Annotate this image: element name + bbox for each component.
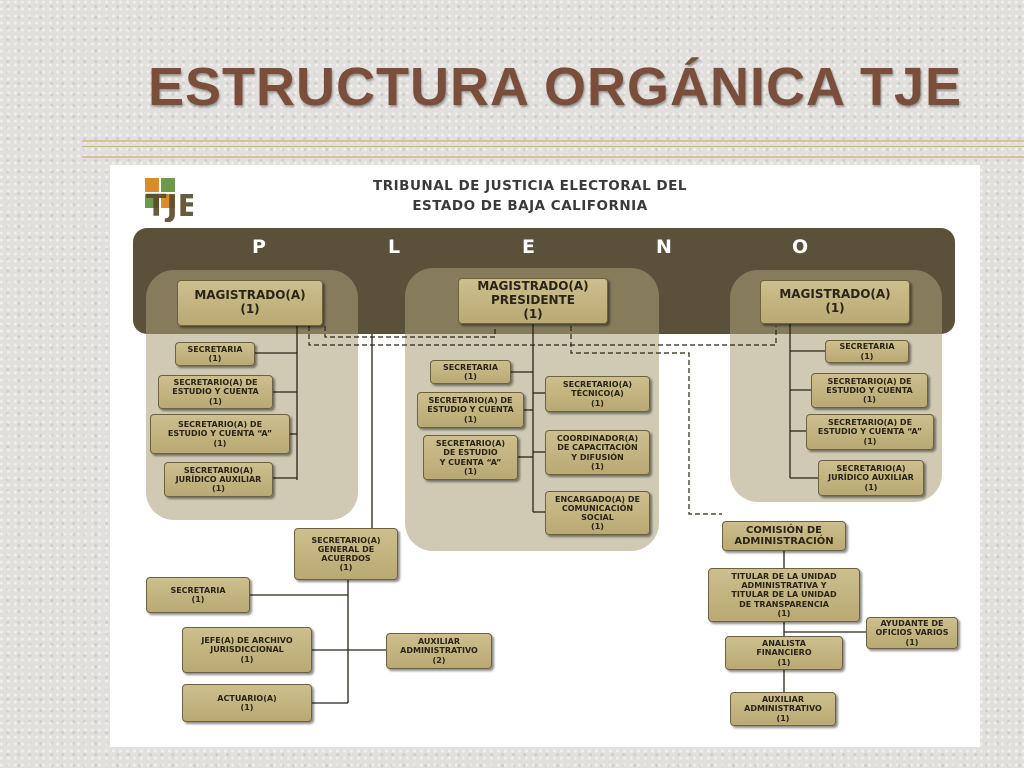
left-estudio-cuenta-a-box: SECRETARIO(A) DE ESTUDIO Y CUENTA “A” (1… — [150, 414, 290, 454]
admin-auxiliar-box: AUXILIAR ADMINISTRATIVO (1) — [730, 692, 836, 726]
admin-helper-box: AYUDANTE DE OFICIOS VARIOS (1) — [866, 617, 958, 649]
right-secretaria-box: SECRETARIA (1) — [825, 340, 909, 363]
pleno-letter-n: N — [656, 236, 672, 258]
header-line-2: ESTADO DE BAJA CALIFORNIA — [412, 198, 648, 214]
center-tecnico-box: SECRETARIO(A) TÉCNICO(A) (1) — [545, 376, 650, 412]
slide-title: ESTRUCTURA ORGÁNICA TJE — [148, 57, 963, 117]
pleno-letter-l: L — [388, 236, 401, 258]
gs-actuario-box: ACTUARIO(A) (1) — [182, 684, 312, 722]
left-estudio-cuenta-box: SECRETARIO(A) DE ESTUDIO Y CUENTA (1) — [158, 375, 273, 409]
pleno-letter-p: P — [252, 236, 266, 258]
center-comunicacion-box: ENCARGADO(A) DE COMUNICACIÓN SOCIAL (1) — [545, 491, 650, 535]
right-magistrate-box: MAGISTRADO(A) (1) — [760, 280, 910, 324]
header-line-1: TRIBUNAL DE JUSTICIA ELECTORAL DEL — [373, 178, 687, 194]
left-juridico-auxiliar-box: SECRETARIO(A) JURÍDICO AUXILIAR (1) — [164, 462, 273, 497]
center-capacitacion-box: COORDINADOR(A) DE CAPACITACIÓN Y DIFUSIÓ… — [545, 430, 650, 475]
center-estudio-cuenta-box: SECRETARIO(A) DE ESTUDIO Y CUENTA (1) — [417, 392, 524, 428]
title-divider — [82, 140, 1024, 158]
gs-archivo-box: JEFE(A) DE ARCHIVO JURISDICCIONAL (1) — [182, 627, 312, 673]
gs-auxiliar-box: AUXILIAR ADMINISTRATIVO (2) — [386, 633, 492, 669]
left-magistrate-box: MAGISTRADO(A) (1) — [177, 280, 323, 326]
admin-analyst-box: ANALISTA FINANCIERO (1) — [725, 636, 843, 670]
gs-secretaria-box: SECRETARIA (1) — [146, 577, 250, 613]
president-box: MAGISTRADO(A) PRESIDENTE (1) — [458, 278, 608, 324]
left-secretaria-box: SECRETARIA (1) — [175, 342, 255, 366]
center-estudio-cuenta-a-box: SECRETARIO(A) DE ESTUDIO Y CUENTA “A” (1… — [423, 435, 518, 480]
right-estudio-cuenta-box: SECRETARIO(A) DE ESTUDIO Y CUENTA (1) — [811, 373, 928, 408]
pleno-letter-o: O — [792, 236, 809, 258]
center-secretaria-box: SECRETARIA (1) — [430, 360, 511, 384]
pleno-letter-e: E — [522, 236, 535, 258]
right-estudio-cuenta-a-box: SECRETARIO(A) DE ESTUDIO Y CUENTA “A” (1… — [806, 414, 934, 450]
general-secretary-box: SECRETARIO(A) GENERAL DE ACUERDOS (1) — [294, 528, 398, 580]
tje-logo: TJE — [145, 178, 193, 222]
right-juridico-auxiliar-box: SECRETARIO(A) JURÍDICO AUXILIAR (1) — [818, 460, 924, 496]
admin-commission-box: COMISIÓN DE ADMINISTRACIÓN — [722, 521, 846, 551]
admin-titular-box: TITULAR DE LA UNIDAD ADMINISTRATIVA Y TI… — [708, 568, 860, 622]
svg-text:TJE: TJE — [146, 189, 193, 222]
